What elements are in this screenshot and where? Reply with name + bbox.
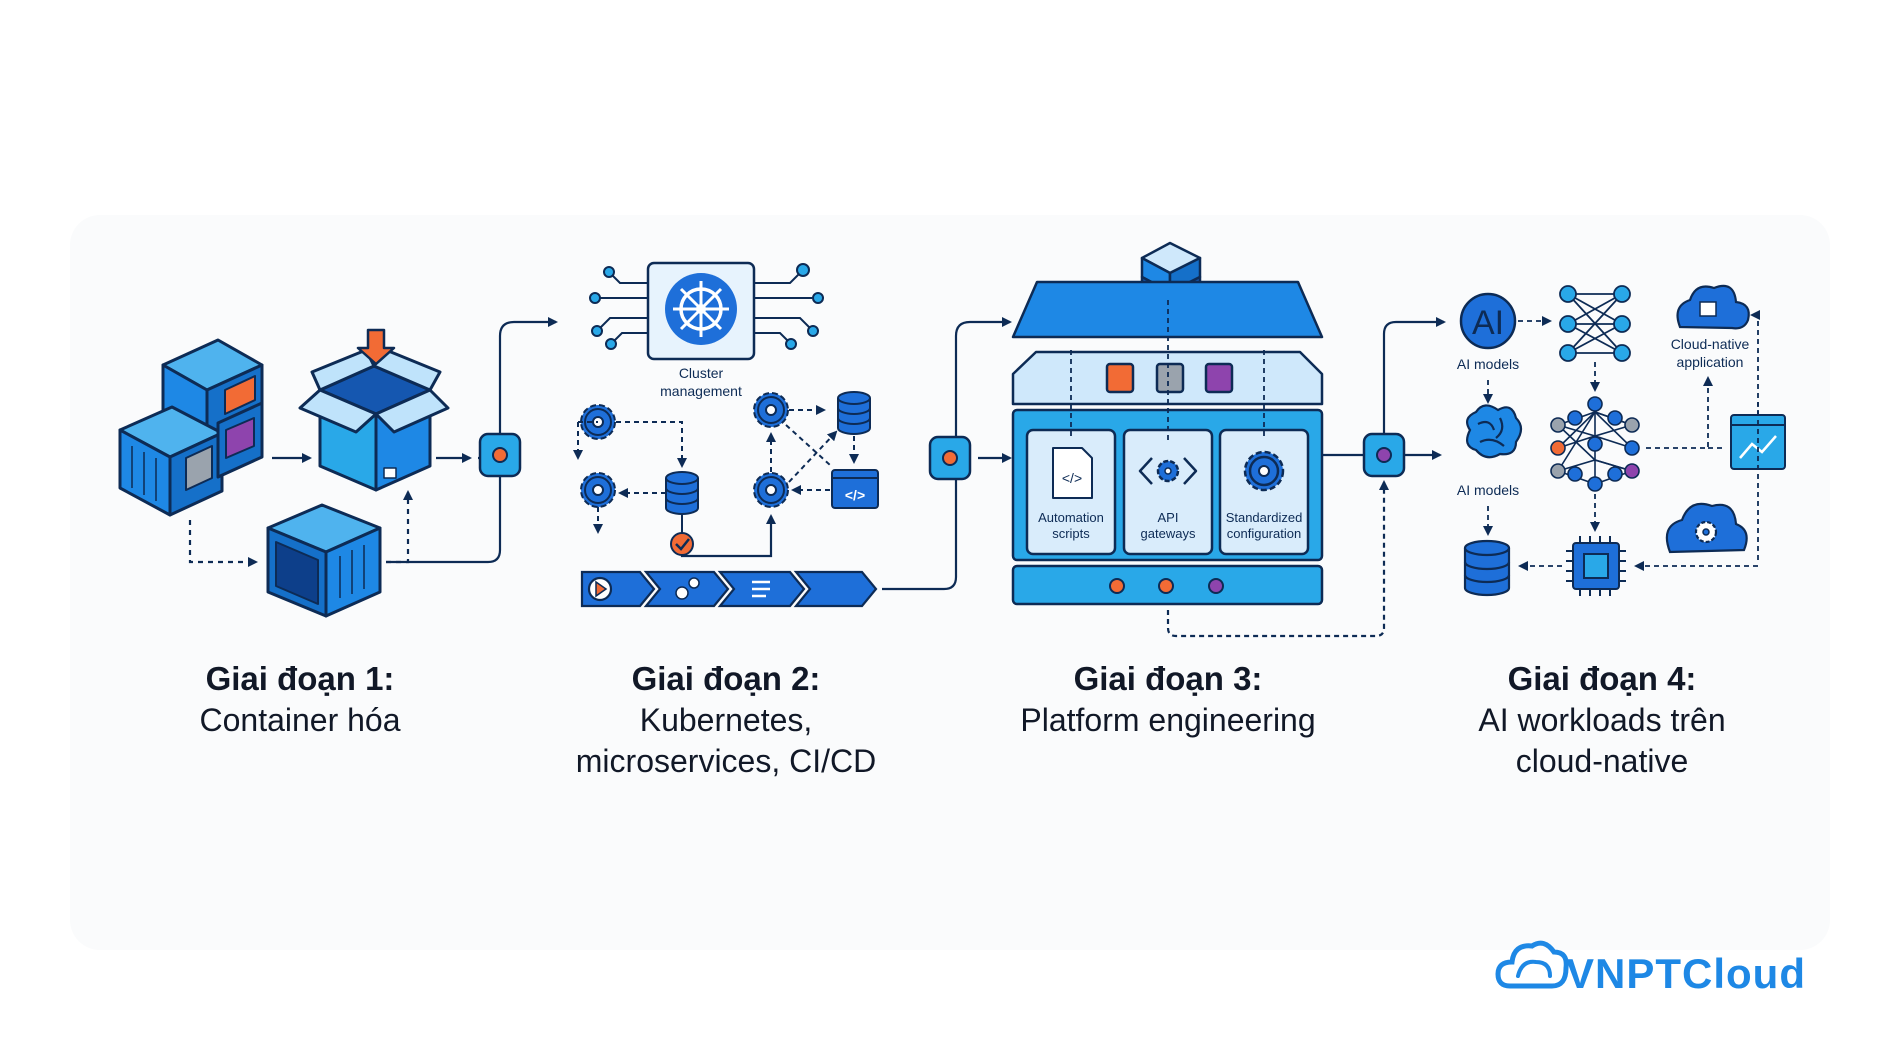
stage2-dashed-flow (578, 405, 859, 534)
stage-subtitle: AI workloads trên (1478, 702, 1726, 739)
ai-models-label: AI models (1457, 356, 1519, 372)
cluster-label: management (660, 383, 742, 399)
down-arrow-icon (356, 328, 396, 366)
stage3-illustration: </> (1011, 241, 1324, 606)
stage-title: Giai đoạn 3: (1073, 660, 1263, 697)
diagram-labels: Cluster management Automation scripts AP… (660, 304, 1749, 541)
stage1-illustration (118, 328, 450, 618)
code-window-icon: </> (831, 469, 879, 509)
status-light (1208, 578, 1224, 594)
config-panel (1218, 428, 1310, 556)
kubernetes-icon (665, 273, 737, 345)
automation-label: scripts (1052, 526, 1090, 541)
ai-badge-icon (1459, 292, 1517, 350)
stage-2-caption: Giai đoạn 2: Kubernetes, microservices, … (556, 658, 896, 782)
stage-subtitle: Kubernetes, (639, 702, 813, 739)
brand-logo: VNPTCloud (1566, 950, 1806, 997)
cloud-app-icon (1676, 284, 1750, 330)
orange-module (1105, 362, 1135, 394)
stage4-illustration (1459, 284, 1786, 597)
connector-dot (492, 447, 508, 463)
gear-icon (753, 392, 789, 428)
gray-module (1155, 362, 1185, 394)
circuit-lines (599, 272, 812, 342)
gear-icon (580, 472, 616, 508)
stage-4-caption: Giai đoạn 4: AI workloads trên cloud-nat… (1432, 658, 1772, 782)
ai-badge-text: AI (1472, 304, 1504, 342)
svg-text:</>: </> (1062, 470, 1082, 486)
stage-3-caption: Giai đoạn 3: Platform engineering (998, 658, 1338, 741)
stage-title: Giai đoạn 2: (631, 660, 821, 697)
gear-icon (1243, 450, 1285, 492)
api-label: API (1158, 510, 1179, 525)
stage-subtitle: Platform engineering (1020, 702, 1316, 739)
stage-1-caption: Giai đoạn 1: Container hóa (130, 658, 470, 741)
stage-subtitle: Container hóa (199, 702, 401, 739)
status-light (1109, 578, 1125, 594)
connector-dot (942, 450, 958, 466)
file-code-icon: </> (1052, 447, 1093, 499)
stage3-dashed-lines (1070, 300, 1265, 440)
stage-connector (1166, 317, 1446, 638)
cloud-gear-icon (1665, 502, 1748, 554)
container-icon (266, 503, 382, 618)
open-box-icon (298, 348, 450, 492)
api-gateway-icon (1138, 457, 1198, 485)
stage-title: Giai đoạn 4: (1507, 660, 1697, 697)
cloud-logo-icon (1495, 940, 1569, 989)
stage-title: Giai đoạn 1: (205, 660, 395, 697)
stage4-flow (1483, 310, 1760, 571)
neural-network-icon (1550, 396, 1640, 492)
neural-network-icon (1559, 285, 1631, 362)
status-light (1158, 578, 1174, 594)
stage-subtitle: cloud-native (1515, 743, 1689, 780)
stage-subtitle: microservices, CI/CD (575, 743, 877, 780)
background-panel (70, 215, 1830, 950)
cluster-label: Cluster (679, 365, 724, 381)
brain-icon (1465, 404, 1523, 459)
container-icon (216, 401, 264, 479)
ai-models-label: AI models (1457, 482, 1519, 498)
database-icon (1463, 539, 1511, 597)
cloud-app-label: Cloud-native (1671, 336, 1750, 352)
database-icon (665, 471, 699, 515)
api-label: gateways (1141, 526, 1196, 541)
check-icon (670, 514, 776, 558)
ci-cd-pipeline (580, 570, 878, 608)
gear-icon (753, 472, 789, 508)
config-label: configuration (1227, 526, 1301, 541)
automation-label: Automation (1038, 510, 1104, 525)
purple-module (1204, 362, 1234, 394)
connector-dot (1376, 447, 1392, 463)
circuit-nodes (589, 263, 824, 350)
chip-icon (1566, 536, 1626, 596)
svg-text:</>: </> (845, 487, 865, 503)
database-icon (837, 391, 871, 435)
config-label: Standardized (1226, 510, 1303, 525)
cloud-app-label: application (1677, 354, 1744, 370)
stage2-illustration: </> (578, 261, 879, 608)
